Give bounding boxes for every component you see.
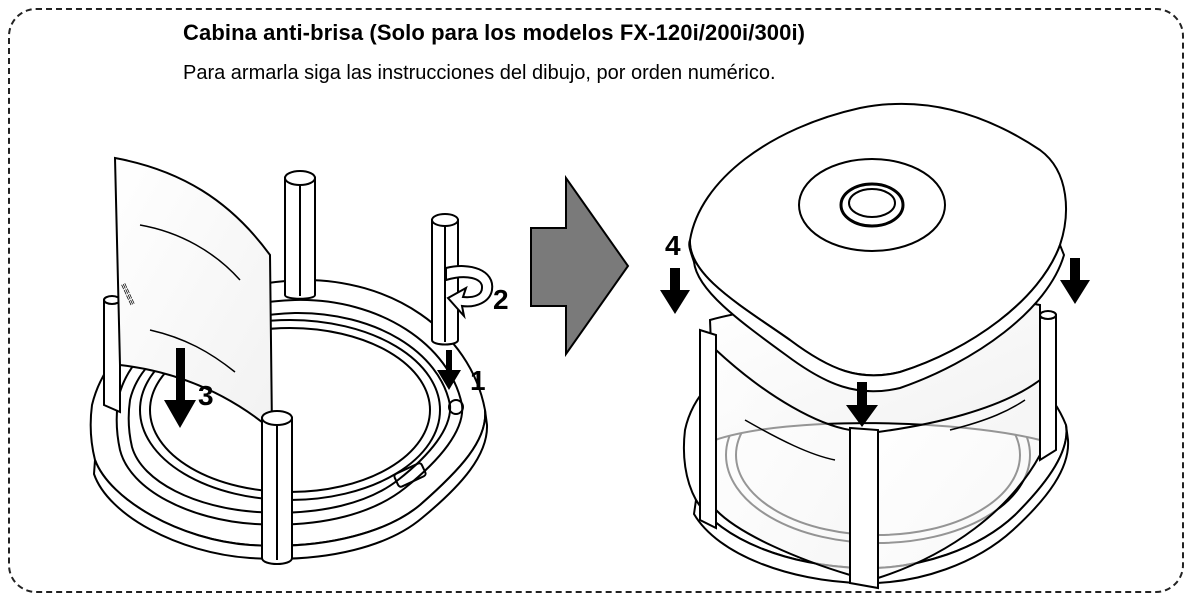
diagram-subtitle: Para armarla siga las instrucciones del … (183, 62, 776, 84)
arrow-down-icon (164, 348, 196, 428)
arrow-down-icon (846, 382, 878, 427)
arrow-down-icon (437, 350, 461, 390)
arrow-down-icon (1060, 258, 1090, 304)
rotate-arrow-icon (445, 265, 494, 320)
step-label-3: 3 (198, 380, 214, 411)
arrow-down-icon (660, 268, 690, 314)
top-lid (688, 102, 1067, 393)
diagram-title: Cabina anti-brisa (Solo para los modelos… (183, 20, 806, 45)
left-post-back-left (103, 295, 121, 414)
step-label-2: 2 (493, 284, 509, 315)
left-post-back (284, 170, 316, 300)
step-label-1: 1 (470, 365, 486, 396)
left-post-front (261, 410, 293, 565)
step-label-4: 4 (665, 230, 681, 261)
removable-post (431, 213, 459, 346)
diagram-frame (8, 8, 1184, 593)
transition-arrow-icon (530, 174, 630, 358)
